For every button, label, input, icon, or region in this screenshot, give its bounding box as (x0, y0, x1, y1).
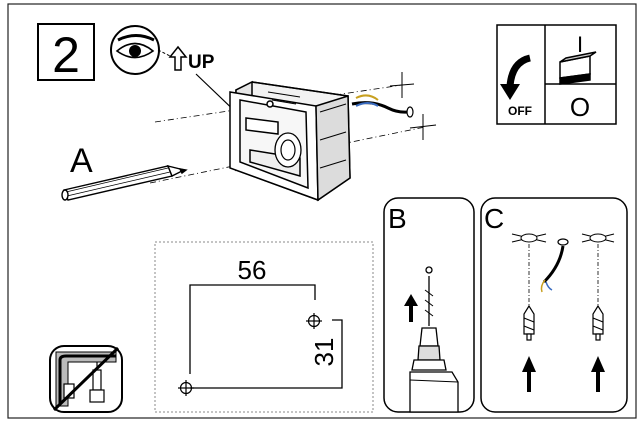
off-mark: O (570, 92, 590, 122)
step-number: 2 (52, 27, 80, 83)
wall-plug-icon (523, 304, 535, 341)
power-off-arrow-icon (500, 54, 531, 100)
no-drilling-near-pipes-icon (49, 345, 123, 413)
up-label: UP (188, 52, 215, 73)
cable-icon (351, 94, 414, 118)
cable-icon (540, 238, 569, 293)
step-number-box: 2 (37, 23, 95, 83)
drill-icon (409, 266, 459, 413)
up-arrow-icon (168, 45, 188, 71)
wall-switch-icon (559, 51, 597, 85)
drill-hole-mark (306, 313, 322, 329)
mounting-box-icon (229, 80, 351, 202)
crosshair-marks (389, 72, 437, 140)
up-arrow-icon (522, 356, 536, 392)
up-arrow-icon (404, 294, 418, 322)
panel-c: C (480, 197, 628, 413)
label-a: A (70, 142, 93, 180)
drilling-template: 56 31 (154, 241, 374, 413)
alignment-lines (528, 244, 599, 306)
wall-plug-icon (592, 304, 604, 341)
crosshair-marks (511, 233, 615, 243)
up-arrow-icon (591, 356, 605, 392)
switch-panel: OFF I O (496, 24, 617, 125)
outer-frame (7, 3, 637, 419)
alignment-lines (149, 84, 426, 184)
panel-b: B (383, 197, 475, 413)
label-c: C (484, 203, 504, 234)
eye-icon (110, 25, 160, 75)
on-mark: I (577, 32, 583, 57)
pencil-icon (61, 164, 188, 201)
height-dimension: 31 (309, 338, 339, 367)
drill-hole-mark (178, 380, 194, 396)
label-b: B (388, 203, 407, 234)
width-dimension: 56 (238, 255, 267, 285)
eye-hint: UP (110, 25, 266, 141)
off-label: OFF (508, 104, 532, 118)
